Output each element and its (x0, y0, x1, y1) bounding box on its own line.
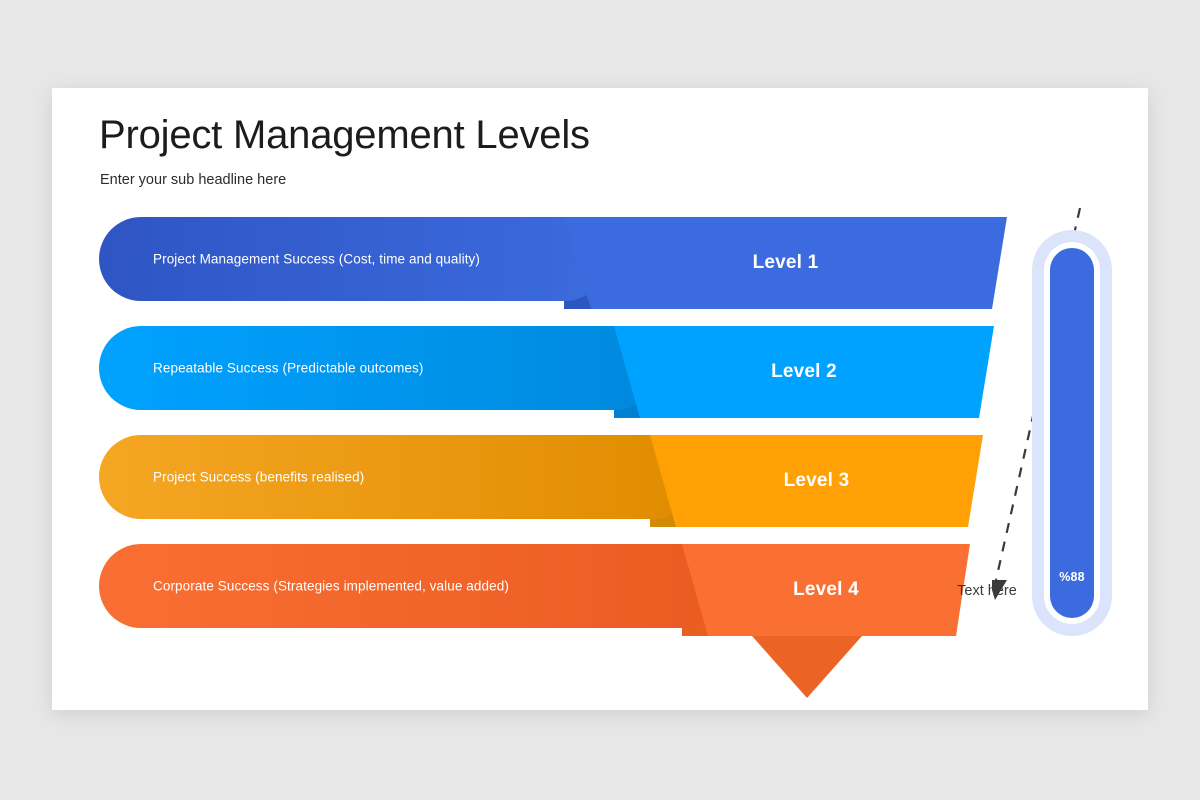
level-row[interactable]: Project Success (benefits realised) Leve… (52, 435, 1148, 535)
funnel-levels-area: Project Management Success (Cost, time a… (52, 88, 1148, 710)
slide-card: Project Management Levels Enter your sub… (52, 88, 1148, 710)
level-1-segment[interactable]: Level 1 (564, 217, 1007, 309)
level-2-bar[interactable]: Repeatable Success (Predictable outcomes… (99, 326, 657, 410)
level-3-bar[interactable]: Project Success (benefits realised) (99, 435, 695, 519)
progress-pill-inner: %88 (1044, 242, 1100, 624)
level-3-segment[interactable]: Level 3 (650, 435, 983, 527)
level-row[interactable]: Repeatable Success (Predictable outcomes… (52, 326, 1148, 426)
progress-value-label: %88 (1059, 570, 1085, 584)
level-4-segment[interactable]: Level 4 (682, 544, 970, 636)
level-3-description: Project Success (benefits realised) (153, 469, 365, 485)
progress-pill-track[interactable]: %88 (1032, 230, 1112, 636)
level-4-bar[interactable]: Corporate Success (Strategies implemente… (99, 544, 727, 628)
funnel-tip (752, 636, 862, 703)
level-2-segment[interactable]: Level 2 (614, 326, 994, 418)
progress-pill-fill: %88 (1050, 248, 1094, 618)
level-2-description: Repeatable Success (Predictable outcomes… (153, 360, 424, 376)
progress-caption: Text here (957, 583, 1017, 599)
level-1-description: Project Management Success (Cost, time a… (153, 251, 480, 267)
level-4-description: Corporate Success (Strategies implemente… (153, 578, 509, 594)
level-row[interactable]: Project Management Success (Cost, time a… (52, 217, 1148, 317)
page-subtitle: Enter your sub headline here (100, 172, 287, 188)
page-title: Project Management Levels (99, 113, 590, 157)
level-1-bar[interactable]: Project Management Success (Cost, time a… (99, 217, 607, 301)
